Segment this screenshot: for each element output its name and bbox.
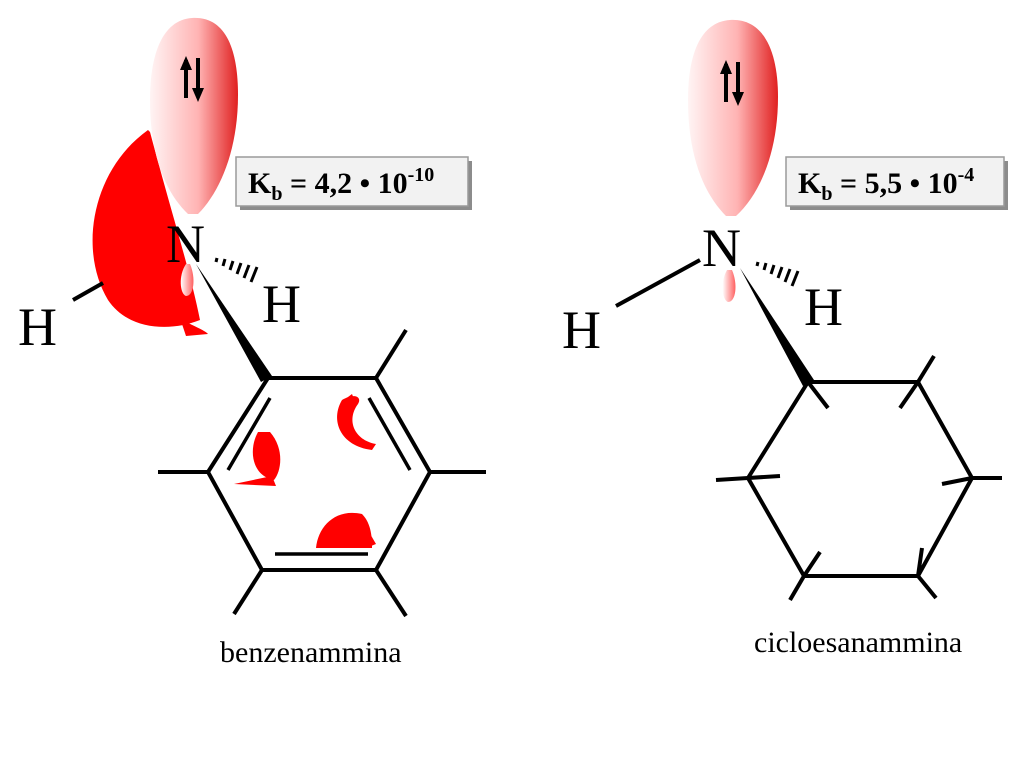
benzene-ring <box>158 328 486 618</box>
p-orbital-lobe-tip <box>180 318 208 336</box>
electron-pair-arrows <box>180 56 204 102</box>
lone-pair-small-lobe <box>722 270 736 302</box>
kb-exponent: -4 <box>958 164 975 186</box>
kb-box-right: Kb = 5,5 • 10-4 <box>785 156 1008 210</box>
kb-value: = 4,2 • 10 <box>282 167 407 200</box>
kb-exponent: -10 <box>408 164 435 186</box>
aniline-molecule: N H H <box>18 17 486 669</box>
hashed-wedge-bond <box>214 257 259 283</box>
solid-wedge-bond <box>740 268 814 386</box>
caption-benzenammina: benzenammina <box>220 636 402 669</box>
svg-text:Kb = 4,2 • 10-10: Kb = 4,2 • 10-10 <box>248 164 434 205</box>
hydrogen-atom-left: H <box>18 297 57 357</box>
nitrogen-atom: N <box>702 218 741 278</box>
cyclohexane-ring <box>715 354 1002 602</box>
kb-symbol: K <box>798 167 822 200</box>
hydrogen-atom-left: H <box>562 300 601 360</box>
caption-cicloesanammina: cicloesanammina <box>754 626 962 659</box>
electron-pair-arrows <box>720 60 744 106</box>
kb-box-left: Kb = 4,2 • 10-10 <box>235 156 472 210</box>
lone-pair-orbital <box>150 17 238 214</box>
kb-symbol: K <box>248 167 272 200</box>
hashed-wedge-bond <box>755 261 800 287</box>
nh-bond-left <box>615 258 701 308</box>
hydrogen-atom-right: H <box>804 277 843 337</box>
nitrogen-atom: N <box>166 214 205 274</box>
lone-pair-orbital <box>688 19 778 216</box>
kb-value: = 5,5 • 10 <box>832 167 957 200</box>
p-orbital-lobe <box>92 130 200 327</box>
cyclohexylamine-molecule: N H H <box>562 19 1008 659</box>
lone-pair-small-lobe <box>180 264 194 296</box>
ring-p-orbitals <box>234 394 376 548</box>
kb-subscript: b <box>821 183 832 205</box>
kb-subscript: b <box>271 183 282 205</box>
solid-wedge-bond <box>196 264 272 382</box>
svg-text:Kb = 5,5 • 10-4: Kb = 5,5 • 10-4 <box>798 164 974 205</box>
hydrogen-atom-right: H <box>262 274 301 334</box>
nh-bond-left <box>72 281 104 302</box>
